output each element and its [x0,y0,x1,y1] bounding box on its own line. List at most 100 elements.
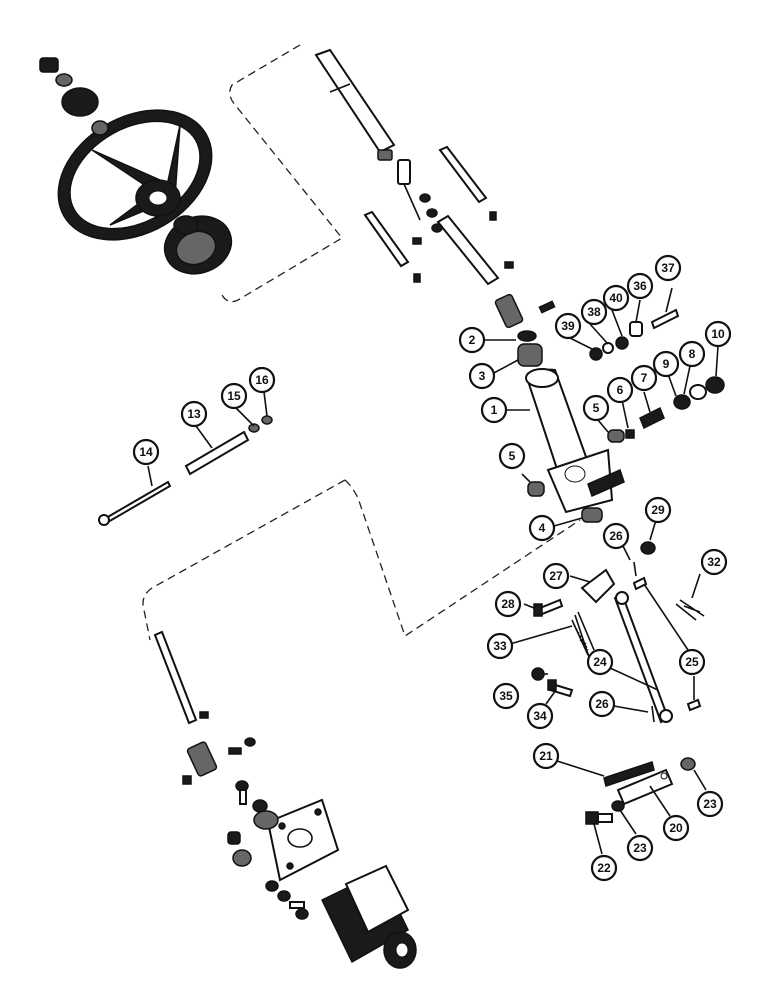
callout-16: 16 [248,366,276,394]
spring-21 [603,761,655,787]
column-hardware [589,308,725,439]
splined-shaft-small-parts [397,159,443,233]
callout-26-lower: 26 [588,690,616,718]
lower-shaft [153,630,209,725]
svg-text:20: 20 [669,821,683,835]
svg-text:37: 37 [661,261,675,275]
steering-pump [320,864,417,969]
callout-7: 7 [630,364,658,392]
svg-text:25: 25 [685,655,699,669]
svg-text:28: 28 [501,597,515,611]
callout-33: 33 [486,632,514,660]
tension-spring-33 [571,611,595,661]
cap-screw-28 [533,598,564,617]
svg-text:5: 5 [593,401,600,415]
callout-9: 9 [652,350,680,378]
svg-text:3: 3 [479,369,486,383]
steering-wheel-nut [39,57,109,136]
svg-text:14: 14 [139,445,153,459]
callout-39: 39 [554,312,582,340]
callout-28: 28 [494,590,522,618]
callout-29: 29 [644,496,672,524]
pins-25 [632,576,702,712]
svg-text:21: 21 [539,749,553,763]
nut-29 [640,541,656,555]
pivot-pin [184,415,273,476]
universal-joint-lower [182,737,256,785]
svg-text:9: 9 [663,357,670,371]
callout-10: 10 [704,320,732,348]
callout-13: 13 [180,400,208,428]
steering-wheel [57,109,213,241]
callout-1: 1 [480,396,508,424]
callout-3: 3 [468,362,496,390]
callout-35: 35 [492,682,520,710]
svg-text:23: 23 [703,797,717,811]
callout-21: 21 [532,742,560,770]
svg-text:23: 23 [633,841,647,855]
svg-text:16: 16 [255,373,269,387]
lever-20 [616,768,674,806]
svg-text:27: 27 [549,569,563,583]
svg-text:13: 13 [187,407,201,421]
callout-14: 14 [132,438,160,466]
svg-text:6: 6 [617,383,624,397]
callout-32: 32 [700,548,728,576]
svg-text:32: 32 [707,555,721,569]
callout-26-upper: 26 [602,522,630,550]
nut-35 [531,667,545,681]
callout-4: 4 [528,514,556,542]
callout-23-lower: 23 [626,834,654,862]
svg-text:5: 5 [509,449,516,463]
leader-lines [147,287,719,855]
bolt-34 [547,679,574,698]
callout-5-right: 5 [582,394,610,422]
svg-text:35: 35 [499,689,513,703]
callout-25: 25 [678,648,706,676]
svg-text:38: 38 [587,305,601,319]
svg-text:26: 26 [595,697,609,711]
callout-15: 15 [220,382,248,410]
svg-text:22: 22 [597,861,611,875]
callout-27: 27 [542,562,570,590]
upper-steering-shaft [314,48,396,161]
mounting-plate [266,798,340,882]
callout-34: 34 [526,702,554,730]
nut-23 [680,757,696,771]
svg-text:8: 8 [689,347,696,361]
link-rod [613,591,673,724]
steering-wheel-group-outline [221,44,343,303]
svg-text:40: 40 [609,291,623,305]
upper-bushing [517,343,543,367]
callout-24: 24 [586,648,614,676]
svg-text:15: 15 [227,389,241,403]
cotter-pins-26 [633,561,655,723]
steering-column-housing [525,368,625,514]
bolt-22 [585,811,613,825]
svg-text:7: 7 [641,371,648,385]
lower-column-group-outline [142,479,346,641]
bushing-left [527,481,545,497]
long-pins [363,145,514,283]
callout-37: 37 [654,254,682,282]
lower-bushing [581,507,603,523]
callout-22: 22 [590,854,618,882]
svg-text:33: 33 [493,639,507,653]
lower-column-group-outline-right [344,479,581,638]
bushing-right [607,429,625,443]
callout-38: 38 [580,298,608,326]
svg-text:39: 39 [561,319,575,333]
steering-column-boot [163,215,233,275]
callout-40: 40 [602,284,630,312]
tension-spring-32 [675,599,705,621]
callout-36: 36 [626,272,654,300]
callout-20: 20 [662,814,690,842]
callout-23-right: 23 [696,790,724,818]
svg-text:1: 1 [491,403,498,417]
long-bolt [98,480,172,526]
callout-8: 8 [678,340,706,368]
svg-text:26: 26 [609,529,623,543]
callouts: 1 2 3 4 5 5 6 7 8 9 10 13 14 15 16 20 21… [132,254,732,882]
callout-6: 6 [606,376,634,404]
